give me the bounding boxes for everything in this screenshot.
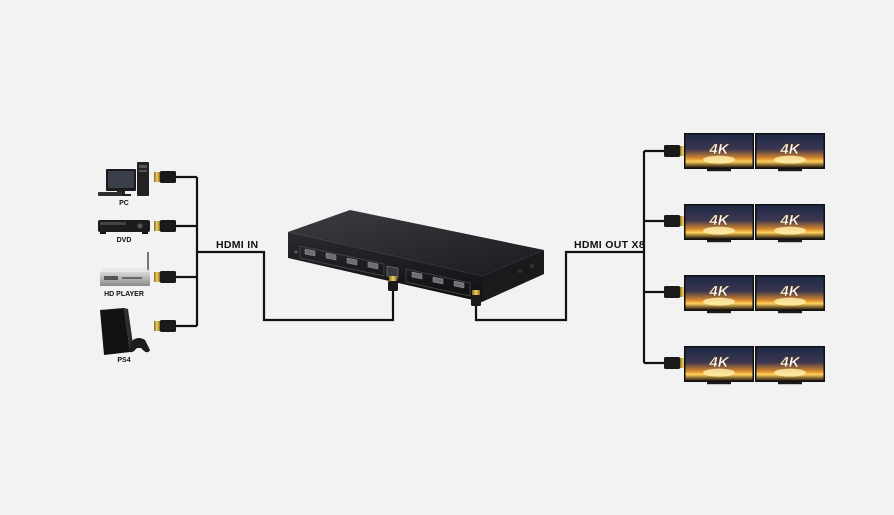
4k-display-icon: 4K — [755, 204, 825, 243]
display-badge-4k: 4K — [708, 212, 729, 229]
hdmi-plug-icon — [664, 286, 686, 298]
4k-display-icon: 4K — [684, 204, 754, 243]
hdmi-plug-icon — [154, 220, 176, 232]
hdmi-plug-icon — [154, 171, 176, 183]
display-badge-4k: 4K — [708, 354, 729, 371]
display-wall: 4K 4K 4K 4K 4K 4K 4K 4K — [684, 133, 825, 385]
source-label-dvd: DVD — [116, 237, 132, 244]
4k-display-icon: 4K — [684, 346, 754, 385]
4k-display-icon: 4K — [684, 133, 754, 172]
4k-display-icon: 4K — [755, 133, 825, 172]
source-label-ps4: PS4 — [117, 357, 131, 364]
hdmi-plug-icon — [664, 145, 686, 157]
display-badge-4k: 4K — [708, 141, 729, 158]
pc-icon — [98, 162, 149, 196]
4k-display-icon: 4K — [684, 275, 754, 314]
source-label-hd-player: HD PLAYER — [104, 291, 144, 298]
splitter-input-plug — [388, 276, 398, 291]
source-label-pc: PC — [119, 200, 129, 207]
display-badge-4k: 4K — [779, 354, 800, 371]
cable-from-splitter-out — [474, 250, 644, 322]
display-badge-4k: 4K — [779, 283, 800, 300]
hdmi-in-label: HDMI IN — [216, 239, 259, 251]
display-badge-4k: 4K — [779, 212, 800, 229]
hd-player-icon — [100, 252, 150, 286]
hdmi-plug-icon — [664, 357, 686, 369]
dvd-player-icon — [98, 220, 150, 234]
hdmi-plug-icon — [664, 215, 686, 227]
display-badge-4k: 4K — [779, 141, 800, 158]
hdmi-plug-icon — [154, 320, 176, 332]
hdmi-plug-icon — [154, 271, 176, 283]
display-plugs — [664, 145, 686, 369]
hdmi-splitter-icon — [288, 210, 544, 302]
source-plugs — [154, 171, 176, 332]
4k-display-icon: 4K — [755, 346, 825, 385]
cable-to-splitter-in — [197, 250, 395, 322]
input-cables — [176, 175, 395, 328]
ps4-console-icon — [100, 308, 150, 355]
splitter-output-plug — [471, 290, 481, 306]
4k-display-icon: 4K — [755, 275, 825, 314]
hdmi-out-label: HDMI OUT X8 — [574, 239, 645, 251]
display-badge-4k: 4K — [708, 283, 729, 300]
